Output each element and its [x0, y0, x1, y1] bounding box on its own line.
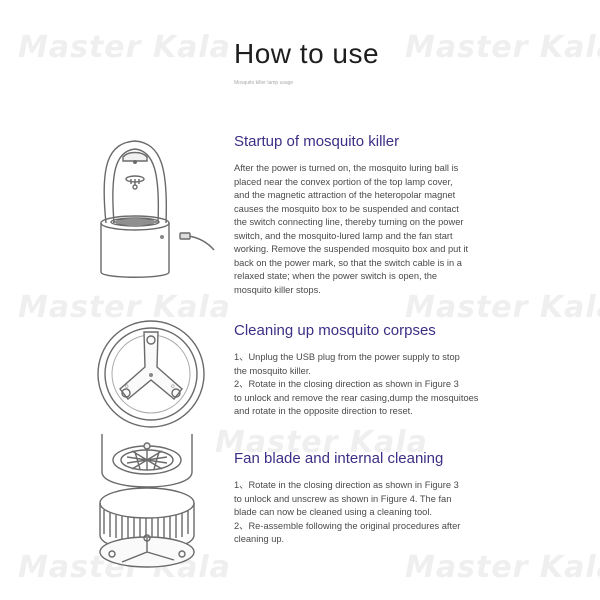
- text-line: and rotate in the opposite direction to …: [234, 406, 413, 416]
- watermark-logo: Master Kala: [405, 550, 600, 585]
- text-line: to unlock and remove the rear casing,dum…: [234, 392, 479, 403]
- section-body-startup: After the power is turned on, the mosqui…: [234, 162, 504, 297]
- section-title-fan: Fan blade and internal cleaning: [234, 450, 444, 467]
- text-line: 2、Rotate in the closing direction as sho…: [234, 379, 459, 389]
- text-line: placed near the convex portion of the to…: [234, 176, 453, 187]
- text-line: 2、Re-assemble following the original pro…: [234, 520, 461, 531]
- watermark-logo: Master Kala: [18, 290, 231, 325]
- text-line: switch, and the mosquito-lured lamp and …: [234, 230, 453, 241]
- watermark-logo: Master Kala: [405, 30, 600, 65]
- text-line: working. Remove the suspended mosquito b…: [234, 244, 469, 254]
- text-line: cleaning up.: [234, 534, 285, 544]
- text-line: and the magnetic attraction of the heter…: [234, 190, 456, 200]
- watermark-logo: Master Kala: [405, 290, 600, 325]
- bottom-casing-illustration: o o: [97, 320, 205, 428]
- section-body-cleaning: 1、Unplug the USB plug from the power sup…: [234, 351, 504, 419]
- text-line: the mosquito killer.: [234, 365, 311, 376]
- text-line: causes the mosquito box to be suspended …: [234, 203, 459, 214]
- text-line: relaxed state; when the power switch is …: [234, 271, 438, 281]
- svg-text:o: o: [171, 383, 175, 390]
- text-line: to unlock and unscrew as shown in Figure…: [234, 493, 452, 504]
- text-line: 1、Rotate in the closing direction as sho…: [234, 480, 459, 490]
- watermark-logo: Master Kala: [215, 425, 428, 460]
- text-line: After the power is turned on, the mosqui…: [234, 163, 459, 173]
- watermark-logo: Master Kala: [18, 30, 231, 65]
- svg-text:o: o: [125, 383, 129, 390]
- section-title-cleaning: Cleaning up mosquito corpses: [234, 322, 436, 339]
- lamp-illustration: [100, 140, 215, 278]
- text-line: blade can now be cleaned using a cleanin…: [234, 507, 432, 517]
- section-body-fan: 1、Rotate in the closing direction as sho…: [234, 479, 504, 547]
- fan-blade-illustration: [99, 434, 195, 568]
- text-line: the switch connecting line, thereby turn…: [234, 217, 464, 227]
- page-subtitle: Mosquito killer lamp usage: [234, 80, 294, 86]
- text-line: back on the power mark, so that the swit…: [234, 257, 462, 268]
- text-line: mosquito killer stops.: [234, 284, 321, 295]
- page-title: How to use: [234, 38, 380, 69]
- section-title-startup: Startup of mosquito killer: [234, 133, 400, 150]
- text-line: 1、Unplug the USB plug from the power sup…: [234, 352, 460, 362]
